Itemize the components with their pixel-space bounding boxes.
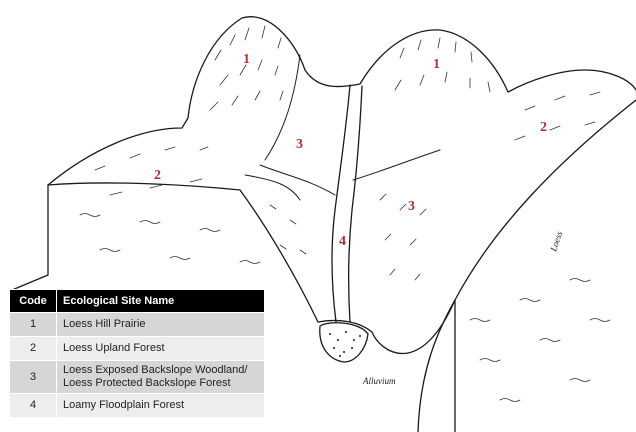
legend-code-cell: 2 bbox=[10, 337, 57, 361]
region-label-1-right: 1 bbox=[433, 57, 440, 72]
stream-channel bbox=[332, 85, 362, 322]
drainage-lines bbox=[245, 55, 440, 200]
region-label-3-left: 3 bbox=[296, 137, 303, 152]
table-row: 2 Loess Upland Forest bbox=[10, 337, 265, 361]
legend-header-name: Ecological Site Name bbox=[57, 290, 265, 313]
legend-name-line: Loess Exposed Backslope Woodland/ bbox=[63, 364, 247, 376]
region-label-3-right: 3 bbox=[408, 199, 415, 214]
legend-code-cell: 4 bbox=[10, 394, 57, 418]
legend-header-row: Code Ecological Site Name bbox=[10, 290, 265, 313]
region-label-1-left: 1 bbox=[243, 52, 250, 67]
region-label-2-left: 2 bbox=[154, 168, 161, 183]
legend-name-line: Loess Upland Forest bbox=[63, 342, 165, 354]
legend-code-cell: 3 bbox=[10, 361, 57, 394]
loess-label: Loess bbox=[548, 230, 564, 254]
alluvium-deposit bbox=[320, 323, 368, 362]
legend-name-cell: Loess Hill Prairie bbox=[57, 313, 265, 337]
ecological-site-legend-table: Code Ecological Site Name 1 Loess Hill P… bbox=[9, 289, 265, 418]
right-side-face bbox=[418, 100, 636, 432]
table-row: 3 Loess Exposed Backslope Woodland/Loess… bbox=[10, 361, 265, 394]
legend-name-cell: Loess Exposed Backslope Woodland/Loess P… bbox=[57, 361, 265, 394]
legend-name-line: Loess Hill Prairie bbox=[63, 318, 146, 330]
region-label-2-right: 2 bbox=[540, 120, 547, 135]
legend-header-code: Code bbox=[10, 290, 57, 313]
legend-name-cell: Loamy Floodplain Forest bbox=[57, 394, 265, 418]
legend-name-cell: Loess Upland Forest bbox=[57, 337, 265, 361]
legend-name-line: Loamy Floodplain Forest bbox=[63, 399, 184, 411]
legend-name-line: Loess Protected Backslope Forest bbox=[63, 377, 231, 389]
legend-code-cell: 1 bbox=[10, 313, 57, 337]
table-row: 4 Loamy Floodplain Forest bbox=[10, 394, 265, 418]
alluvium-label: Alluvium bbox=[362, 376, 396, 386]
region-label-4: 4 bbox=[339, 234, 346, 249]
table-row: 1 Loess Hill Prairie bbox=[10, 313, 265, 337]
